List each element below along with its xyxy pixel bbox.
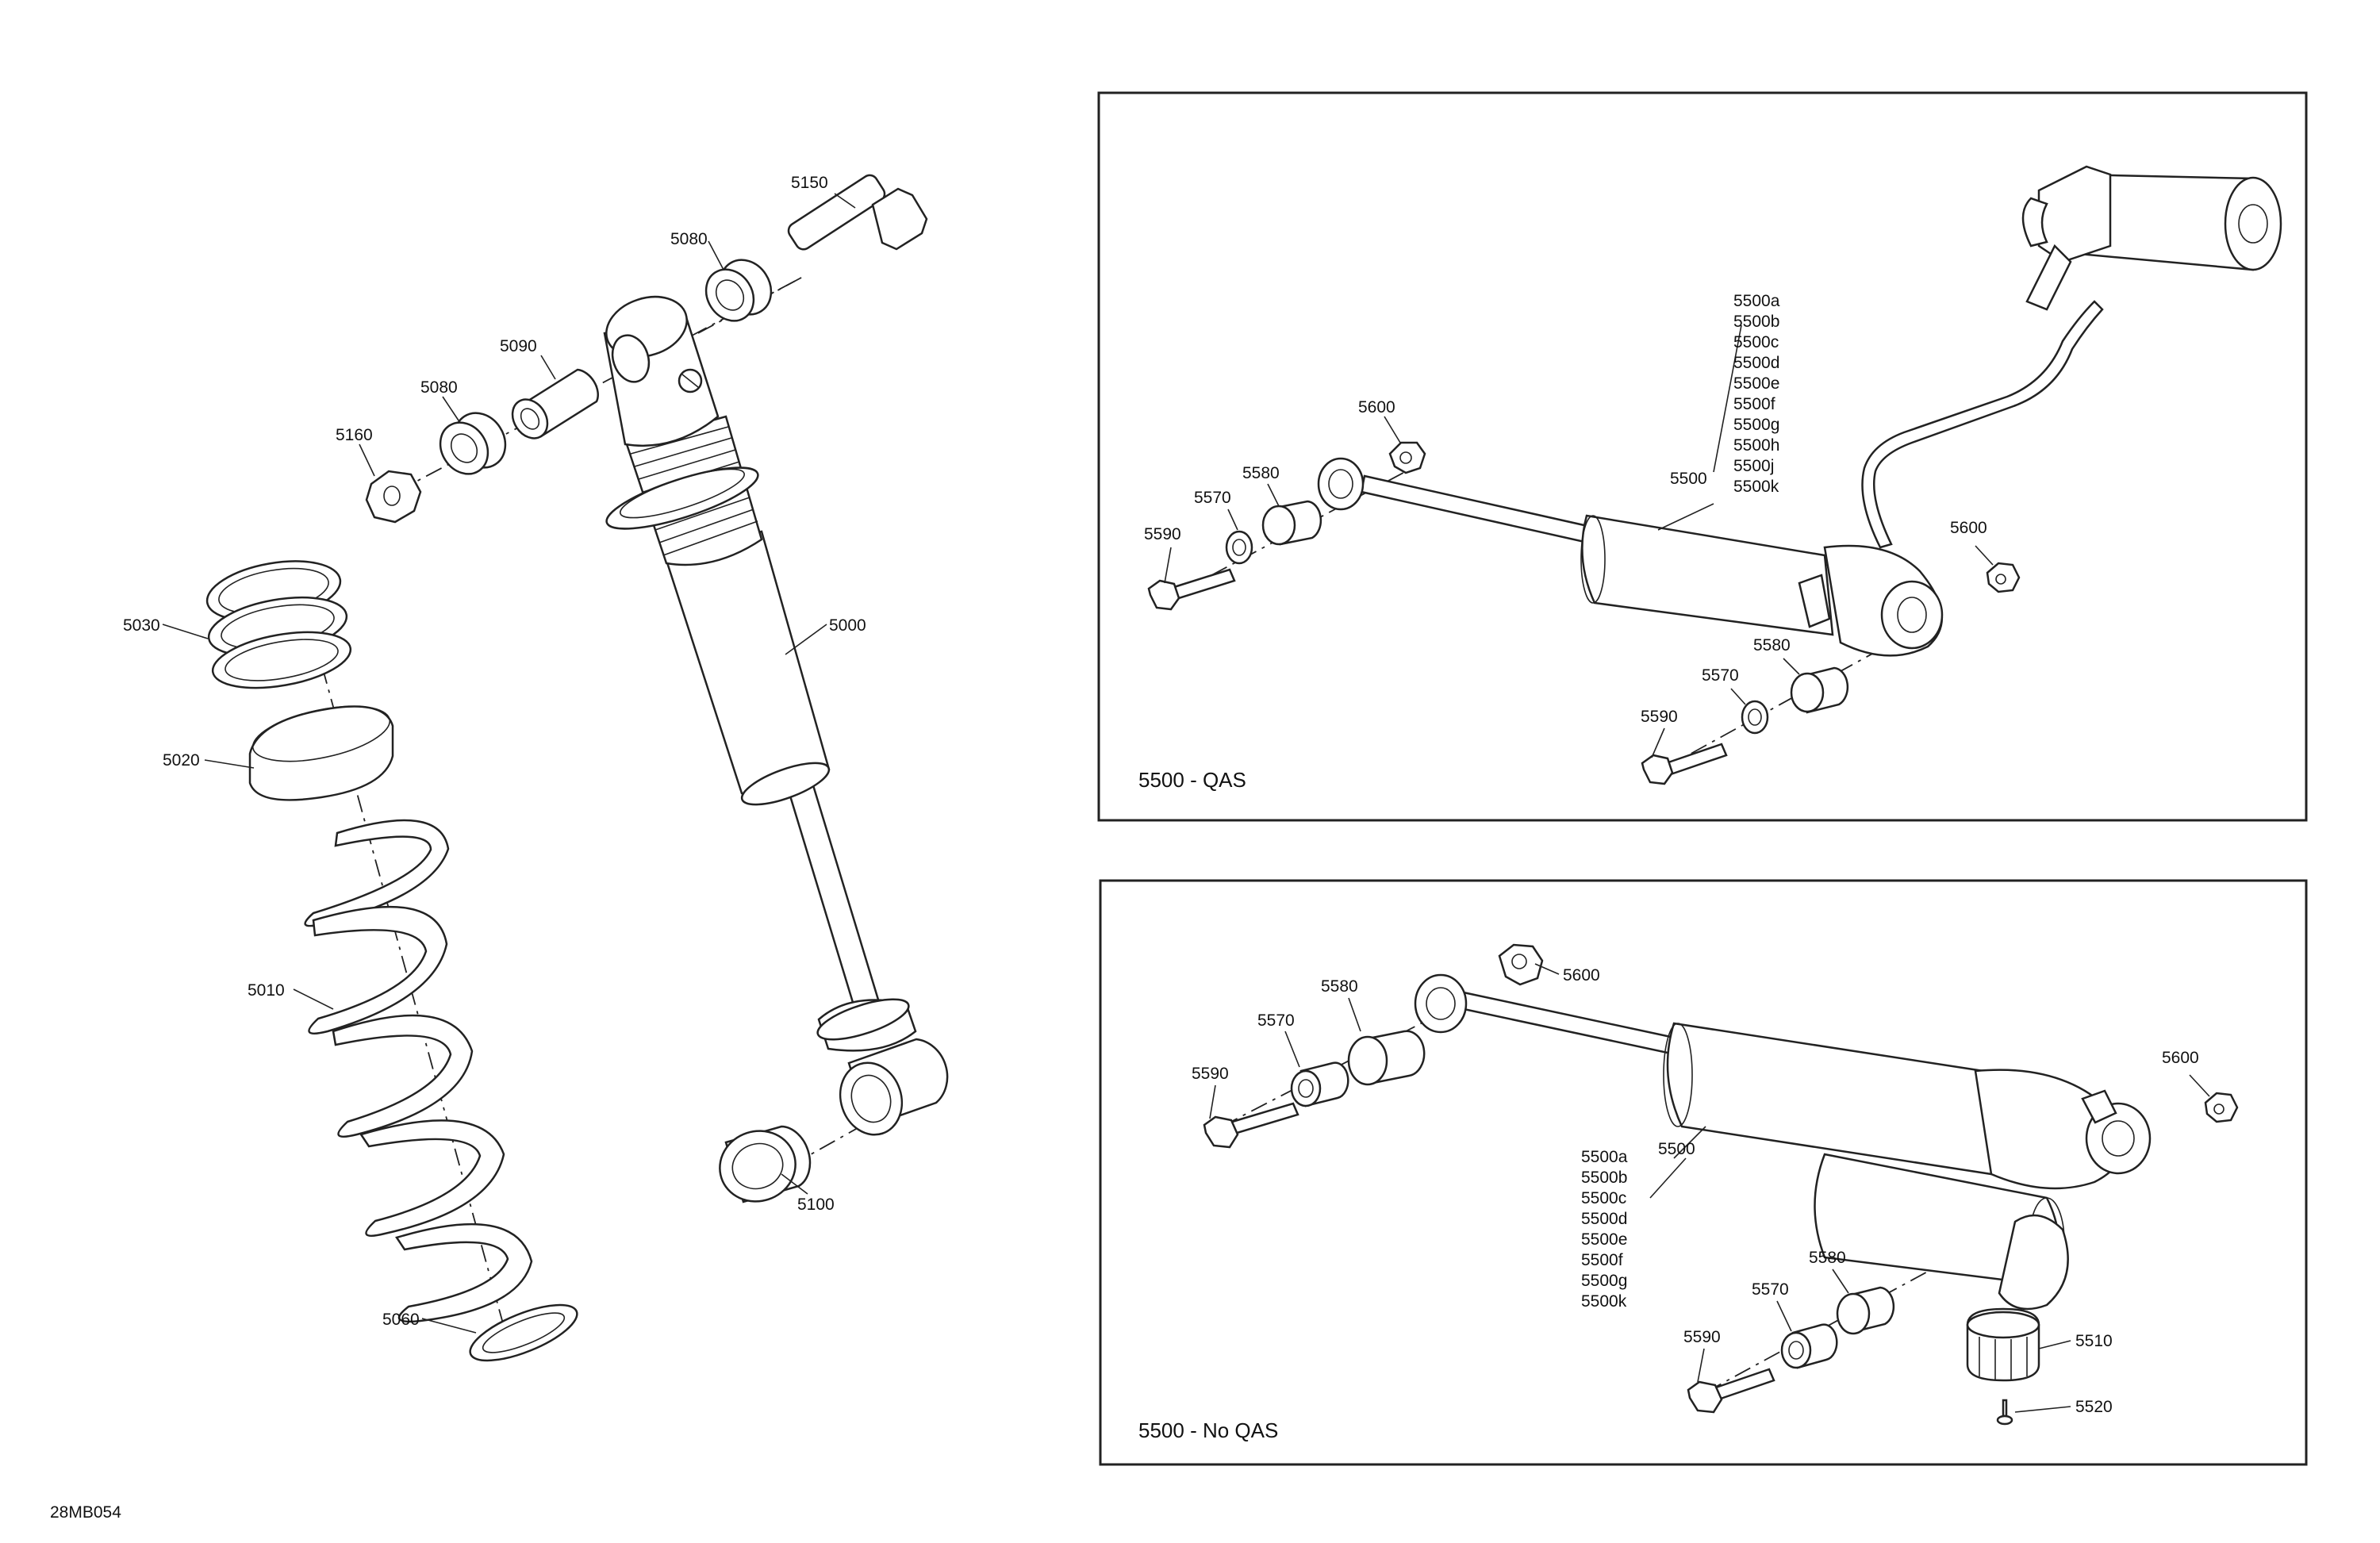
bushing-5080-lower (439, 412, 507, 475)
qas-label-5600-upper: 5600 (1358, 398, 1395, 416)
noqas-label-5580-upper: 5580 (1321, 977, 1358, 996)
label-5030: 5030 (123, 616, 160, 635)
qas-hardware-upper (1147, 441, 1426, 611)
ring-5020 (248, 705, 394, 801)
bushing-5080-upper (704, 259, 773, 322)
qas-label-5500: 5500 (1670, 470, 1707, 488)
qas-caption: 5500 - QAS (1138, 768, 1246, 792)
label-5010: 5010 (248, 981, 285, 1000)
qas-variant: 5500c (1733, 333, 1779, 351)
qas-variant: 5500b (1733, 313, 1779, 331)
qas-variant: 5500a (1733, 292, 1780, 310)
qas-label-5590-lower: 5590 (1641, 708, 1678, 726)
panel-qas: 5600 5580 5570 5590 5500 5600 5580 5570 … (1097, 91, 2308, 822)
qas-variant: 5500h (1733, 436, 1779, 455)
label-5100: 5100 (797, 1196, 835, 1214)
noqas-variant: 5500k (1581, 1292, 1627, 1311)
sleeve-5090 (511, 368, 599, 439)
qas-shock (1317, 165, 2282, 657)
qas-label-5570-upper: 5570 (1194, 489, 1231, 507)
noqas-label-5570-upper: 5570 (1257, 1011, 1295, 1030)
noqas-shock (1414, 973, 2152, 1311)
noqas-hardware-lower (1687, 1092, 2239, 1426)
bushing-5100 (719, 1125, 812, 1203)
label-5150: 5150 (791, 174, 828, 192)
bolt-5150 (787, 174, 928, 251)
noqas-label-5500: 5500 (1658, 1140, 1695, 1158)
noqas-label-5590-lower: 5590 (1683, 1328, 1721, 1346)
qas-label-5570-lower: 5570 (1702, 666, 1739, 685)
noqas-variant: 5500b (1581, 1169, 1627, 1187)
qas-variant: 5500d (1733, 354, 1779, 372)
spring-5010 (304, 819, 533, 1323)
qas-label-5600-lower: 5600 (1950, 519, 1987, 537)
noqas-label-5600-upper: 5600 (1563, 966, 1600, 985)
panel-noqas: 5600 5580 5570 5590 5500 5600 5580 5570 … (1099, 879, 2308, 1466)
label-5080-upper: 5080 (670, 230, 708, 248)
label-5090: 5090 (500, 337, 537, 355)
noqas-variant: 5500a (1581, 1148, 1628, 1166)
noqas-label-5600-lower: 5600 (2162, 1049, 2199, 1067)
noqas-variant: 5500d (1581, 1210, 1627, 1228)
shock-body-5000 (603, 295, 949, 1136)
label-5000: 5000 (829, 616, 866, 635)
qas-variant: 5500f (1733, 395, 1775, 413)
noqas-label-5520: 5520 (2075, 1398, 2113, 1416)
qas-variant: 5500e (1733, 374, 1779, 393)
label-5020: 5020 (163, 751, 200, 770)
drawing-code: 28MB054 (50, 1503, 121, 1522)
noqas-variant: 5500c (1581, 1189, 1626, 1207)
noqas-label-5570-lower: 5570 (1752, 1280, 1789, 1299)
label-5160: 5160 (336, 426, 373, 444)
label-5060: 5060 (382, 1311, 420, 1329)
noqas-caption: 5500 - No QAS (1138, 1418, 1278, 1442)
noqas-variant-list: 5500a 5500b 5500c 5500d 5500e 5500f 5500… (1581, 1148, 1628, 1311)
panel-noqas-frame (1099, 879, 2308, 1466)
qas-variant: 5500j (1733, 457, 1774, 475)
noqas-variant: 5500f (1581, 1251, 1623, 1269)
noqas-label-5580-lower: 5580 (1809, 1249, 1846, 1267)
noqas-variant: 5500e (1581, 1230, 1627, 1249)
label-5080-lower: 5080 (420, 378, 458, 397)
seat-5060 (469, 1303, 578, 1362)
qas-variant: 5500g (1733, 416, 1779, 434)
noqas-hardware-upper (1203, 943, 1544, 1149)
qas-label-5590-upper: 5590 (1144, 525, 1181, 543)
nut-5160 (365, 470, 422, 524)
qas-hardware-lower (1641, 562, 2021, 785)
qas-label-5580-lower: 5580 (1753, 636, 1791, 654)
noqas-variant: 5500g (1581, 1272, 1627, 1290)
panel-qas-frame (1097, 91, 2308, 822)
noqas-label-5510: 5510 (2075, 1332, 2113, 1350)
noqas-label-5590-upper: 5590 (1192, 1065, 1229, 1083)
qas-variant: 5500k (1733, 478, 1779, 496)
qas-variant-list: 5500a 5500b 5500c 5500d 5500e 5500f 5500… (1733, 292, 1780, 496)
qas-label-5580-upper: 5580 (1242, 464, 1280, 482)
spring-5030 (205, 560, 352, 689)
shock-assembly: 5150 5080 5090 5080 5160 5030 5000 5020 … (123, 174, 949, 1362)
